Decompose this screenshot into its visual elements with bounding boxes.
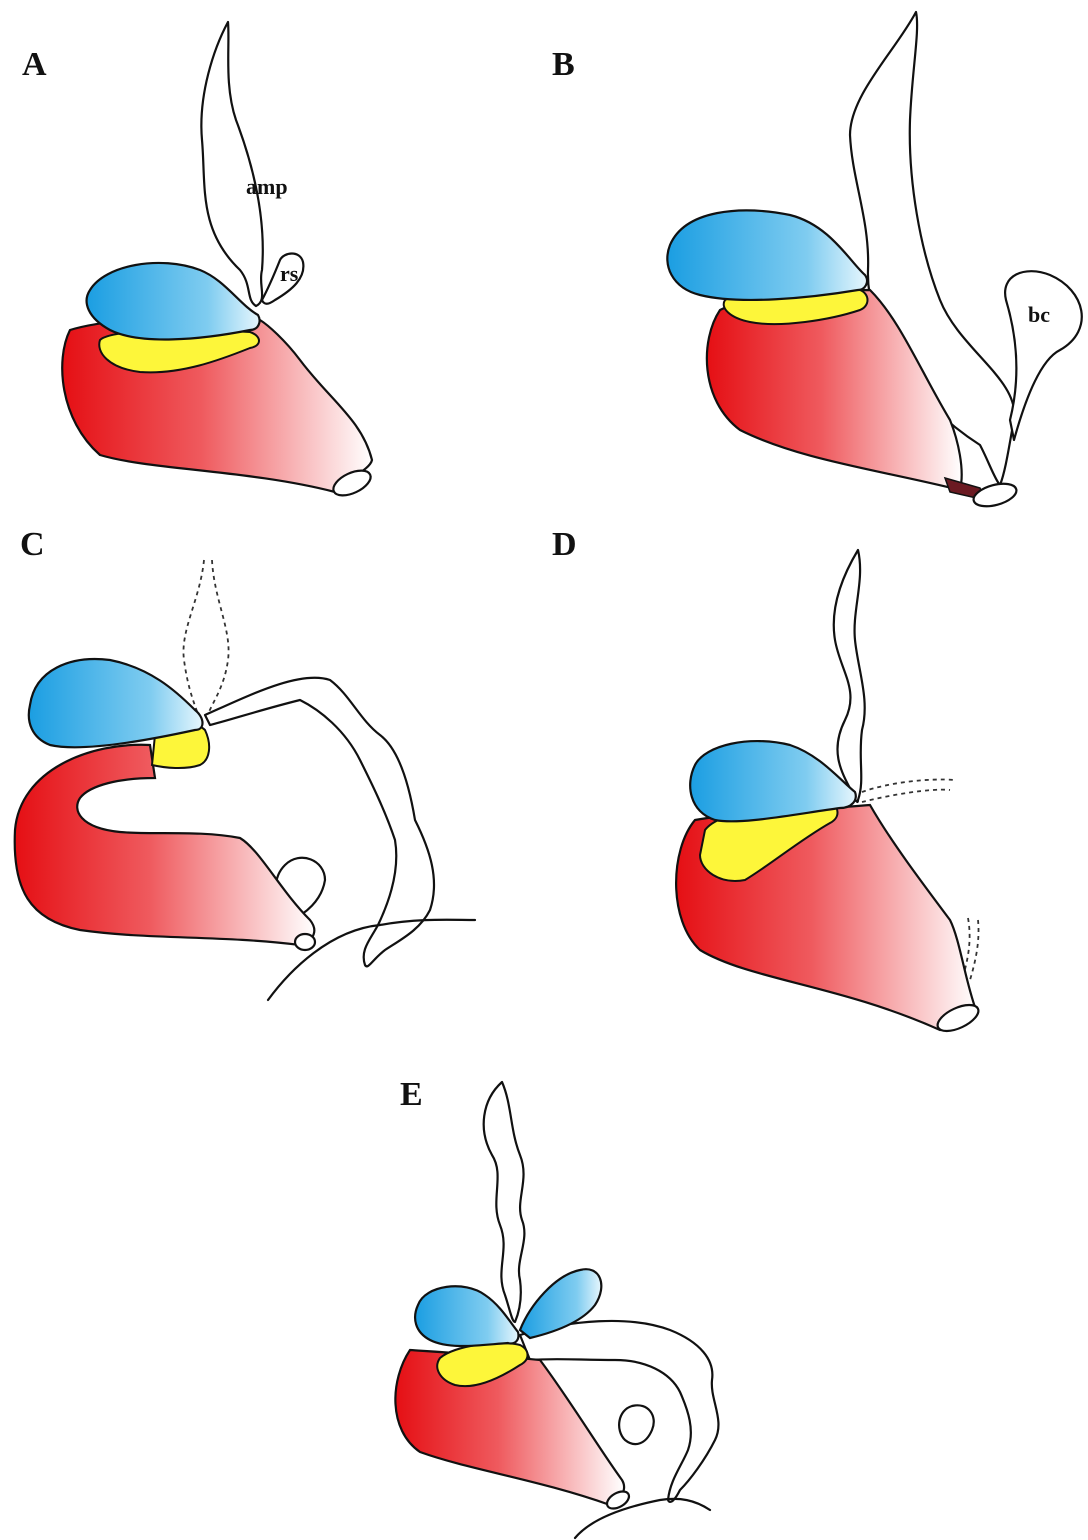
receptacle-bulb: [619, 1405, 654, 1444]
blue-gland-left: [415, 1286, 518, 1346]
red-mass: [15, 745, 315, 945]
label-bc: bc: [1028, 302, 1050, 327]
red-mass: [395, 1350, 624, 1505]
panel-b: B bc: [540, 0, 1088, 520]
diagram-d: [540, 520, 1088, 1050]
diagram-e: [370, 1060, 770, 1540]
ampulla-shape: [484, 1082, 525, 1322]
ampulla-dashed: [183, 560, 228, 720]
ampulla-shape: [834, 550, 865, 802]
ampulla-shape: [201, 22, 262, 306]
label-rs: rs: [280, 261, 299, 286]
duct-dashed: [862, 780, 955, 803]
panel-c: C: [0, 520, 540, 1030]
blue-gland: [690, 741, 856, 821]
panel-d: D: [540, 520, 1088, 1050]
diagram-c: [0, 520, 540, 1030]
exit-opening: [971, 480, 1019, 511]
label-amp: amp: [246, 174, 288, 199]
panel-e: E: [370, 1060, 770, 1540]
blue-gland: [87, 263, 260, 340]
diagram-a: amp rs: [0, 0, 540, 510]
bursa-shape: [1005, 271, 1082, 440]
blue-gland: [29, 659, 203, 747]
blue-gland: [667, 210, 867, 299]
exit-opening: [295, 934, 315, 950]
diagram-b: bc: [540, 0, 1088, 520]
panel-a: A amp rs: [0, 0, 540, 510]
body-line: [575, 1499, 710, 1538]
